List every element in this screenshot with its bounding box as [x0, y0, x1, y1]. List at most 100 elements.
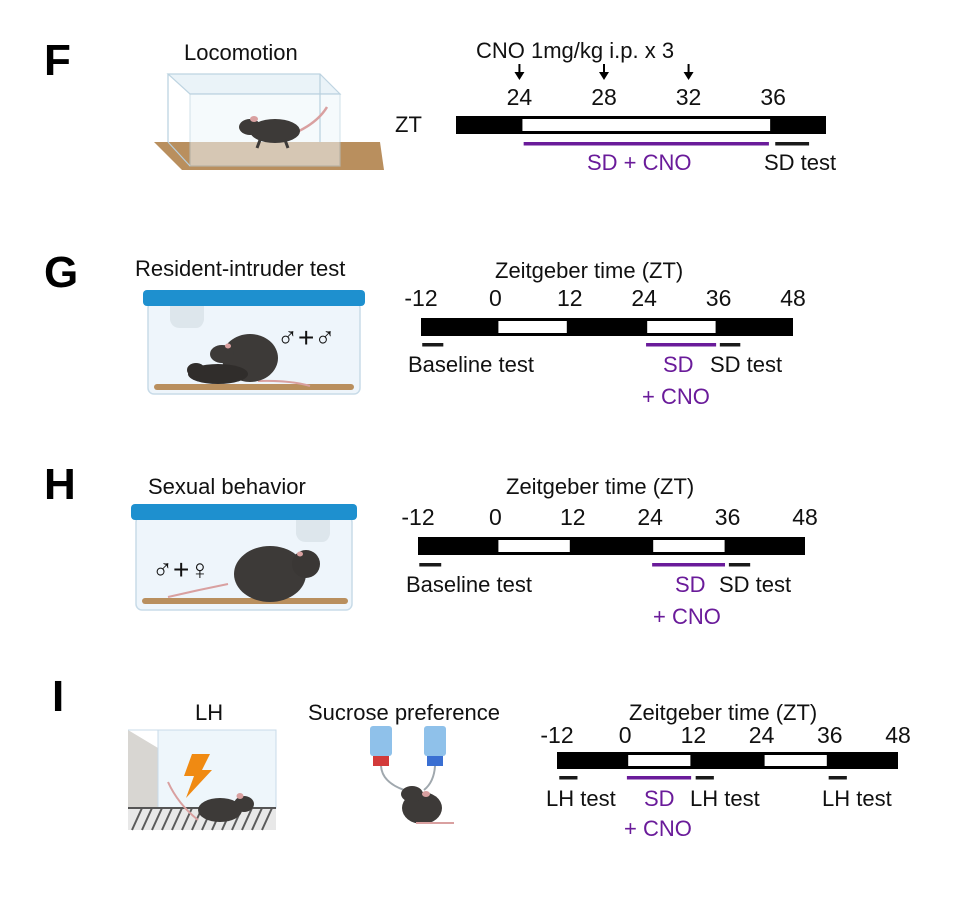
tick-label: 24: [631, 285, 657, 311]
zt-axis-title-i: Zeitgeber time (ZT): [629, 700, 818, 725]
panel-h-title: Sexual behavior: [148, 474, 306, 499]
bedding: [154, 384, 354, 390]
test-bar: [419, 563, 442, 567]
light-phase-segment: [653, 540, 725, 552]
tick-label: 24: [637, 504, 663, 530]
lh-test-label-3: LH test: [822, 786, 892, 811]
light-phase-segment: [628, 755, 691, 766]
tick-label: 0: [488, 504, 502, 530]
injection-arrow-head: [683, 72, 694, 80]
tick-label: 28: [591, 84, 617, 110]
panel-i-title-sucrose: Sucrose preference: [308, 700, 500, 725]
panel-i-title-lh: LH: [195, 700, 224, 725]
dark-phase-segment: [718, 318, 793, 336]
lh-test-label-1: LH test: [546, 786, 616, 811]
timeline-h: [418, 537, 805, 567]
tick-label: 24: [506, 84, 533, 110]
dark-phase-segment: [569, 318, 645, 336]
dark-phase-segment: [773, 116, 826, 134]
zt-axis-label: ZT: [395, 112, 422, 137]
test-bar: [728, 563, 751, 567]
zt-axis-title-g: Zeitgeber time (ZT): [495, 258, 684, 283]
test-bar: [695, 776, 714, 780]
treatment-label-h: SD: [675, 572, 706, 597]
treatment-bar: [626, 776, 692, 780]
sex-symbols-h: ♂+♀: [152, 554, 211, 585]
tick-label: -12: [401, 504, 435, 530]
dark-phase-segment: [456, 116, 520, 134]
light-phase-segment: [522, 119, 771, 131]
dark-phase-segment: [572, 537, 651, 555]
cage-lid: [143, 290, 365, 306]
treatment-bar: [652, 563, 726, 567]
shock-box-illustration: [128, 729, 277, 831]
tick-label: 12: [680, 722, 707, 748]
cno-dose-annotation: CNO 1mg/kg i.p. x 3: [476, 38, 675, 63]
injection-arrow-head: [514, 72, 525, 80]
tick-label: 24: [748, 722, 775, 748]
dark-phase-segment: [693, 752, 762, 769]
lh-test-label-2: LH test: [690, 786, 760, 811]
tick-label: 32: [675, 84, 702, 110]
injection-arrow-head: [599, 72, 609, 80]
treatment-label-i: SD: [644, 786, 675, 811]
sex-symbols-g: ♂+♂: [277, 322, 336, 353]
open-field-arena-illustration: [154, 73, 384, 170]
bottle-left-icon: [370, 726, 405, 791]
zt-axis-title-h: Zeitgeber time (ZT): [506, 474, 695, 499]
treatment-label-f: SD + CNO: [587, 150, 692, 175]
light-phase-segment: [498, 321, 567, 333]
dark-phase-segment: [829, 752, 898, 769]
panel-letter-f: F: [44, 36, 71, 85]
panel-g-title: Resident-intruder test: [135, 256, 346, 281]
two-bottle-illustration: [370, 726, 454, 824]
treatment-bar: [646, 343, 717, 347]
light-phase-segment: [647, 321, 716, 333]
dark-phase-segment: [557, 752, 626, 769]
light-phase-segment: [498, 540, 570, 552]
sd-test-label-g: SD test: [710, 352, 783, 377]
timeline-f: [456, 64, 826, 146]
shock-bolt-icon: [184, 754, 212, 798]
panel-letter-i: I: [52, 672, 65, 721]
treatment-label2-h: + CNO: [653, 604, 721, 629]
test-bar: [828, 776, 847, 780]
treatment-label2-i: + CNO: [624, 816, 692, 841]
tick-label: 0: [618, 722, 632, 748]
treatment-bar: [523, 142, 769, 146]
baseline-test-label-h: Baseline test: [406, 572, 532, 597]
home-cage-illustration-g: [143, 290, 365, 395]
bedding: [142, 598, 348, 604]
sd-test-label-h: SD test: [719, 572, 792, 597]
panel-letter-g: G: [44, 248, 79, 297]
test-bar: [719, 343, 741, 347]
dark-phase-segment: [418, 537, 496, 555]
baseline-test-label-g: Baseline test: [408, 352, 534, 377]
treatment-label2-g: + CNO: [642, 384, 710, 409]
cage-lid: [131, 504, 357, 520]
test-label-f: SD test: [764, 150, 837, 175]
tick-label: -12: [404, 285, 438, 311]
tick-label: 36: [817, 722, 843, 748]
mouse-icon: [239, 106, 329, 149]
tick-label: 36: [714, 504, 741, 530]
tick-label: 12: [560, 504, 586, 530]
test-bar: [775, 142, 810, 146]
panel-f-title: Locomotion: [184, 40, 298, 65]
test-bar: [559, 776, 578, 780]
tick-label: 0: [488, 285, 502, 311]
dark-phase-segment: [727, 537, 805, 555]
home-cage-illustration-h: [131, 504, 357, 611]
light-phase-segment: [764, 755, 827, 766]
panel-letter-h: H: [44, 460, 76, 509]
tick-label: 48: [780, 285, 806, 311]
tick-label: -12: [540, 722, 574, 748]
tick-label: 48: [885, 722, 911, 748]
mouse-icon: [401, 786, 454, 824]
mouse-pair-icon: [187, 334, 311, 387]
tick-label: 48: [792, 504, 818, 530]
tick-label: 36: [705, 285, 732, 311]
bottle-right-icon: [423, 726, 446, 791]
tick-label: 12: [557, 285, 583, 311]
